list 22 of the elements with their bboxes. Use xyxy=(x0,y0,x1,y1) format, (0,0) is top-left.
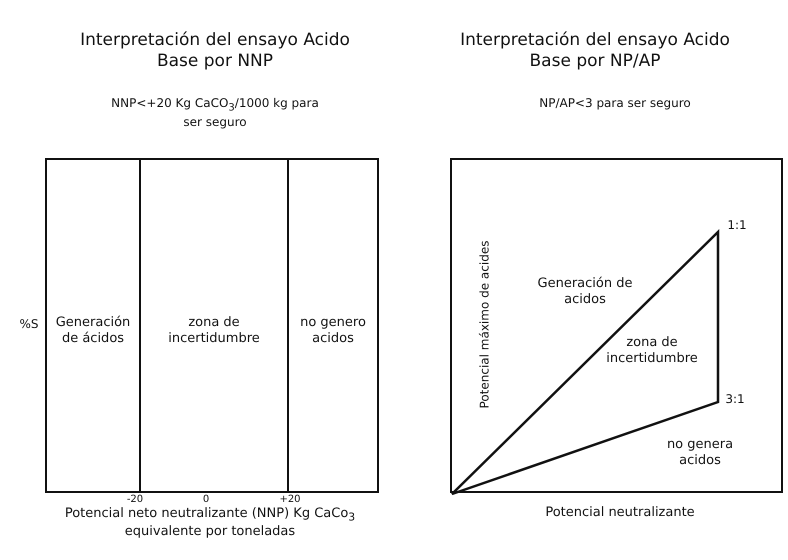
criterion-note: NP/AP<3 para ser seguro xyxy=(538,96,692,111)
tick-label: -20 xyxy=(126,494,144,506)
region-label: no genera acidos xyxy=(666,437,734,470)
chart-frame xyxy=(450,158,783,493)
zone-label: zona de incertidumbre xyxy=(167,315,261,346)
panel-title: Interpretación del ensayo Acido Base por NP/AP xyxy=(460,30,730,72)
panel-title: Interpretación del ensayo Acido Base por NNP xyxy=(80,30,350,72)
chart-frame xyxy=(45,158,379,493)
axis-label: %S xyxy=(18,317,40,332)
tick-label: +20 xyxy=(278,494,302,506)
zone-label: zona de incertidumbre xyxy=(605,335,699,366)
region-label: Generación de acidos xyxy=(536,276,634,308)
ratio-label: 3:1 xyxy=(724,392,746,407)
zone-band xyxy=(139,160,289,491)
axis-label: Potencial neutralizante xyxy=(544,505,696,522)
ratio-label: 1:1 xyxy=(726,218,748,233)
zone-label: Generación de ácidos xyxy=(54,315,132,346)
tick-label: 0 xyxy=(202,494,210,506)
axis-label: Potencial neto neutralizante (NNP) Kg CaCo$_{3}$ equivalente por toneladas xyxy=(64,506,356,540)
criterion-note: NNP<+20 Kg CaCO$_{3}$/1000 kg para ser seguro xyxy=(110,96,320,130)
zone-label: no genero acidos xyxy=(299,315,367,346)
axis-label: Potencial máximo de acides xyxy=(478,240,492,410)
